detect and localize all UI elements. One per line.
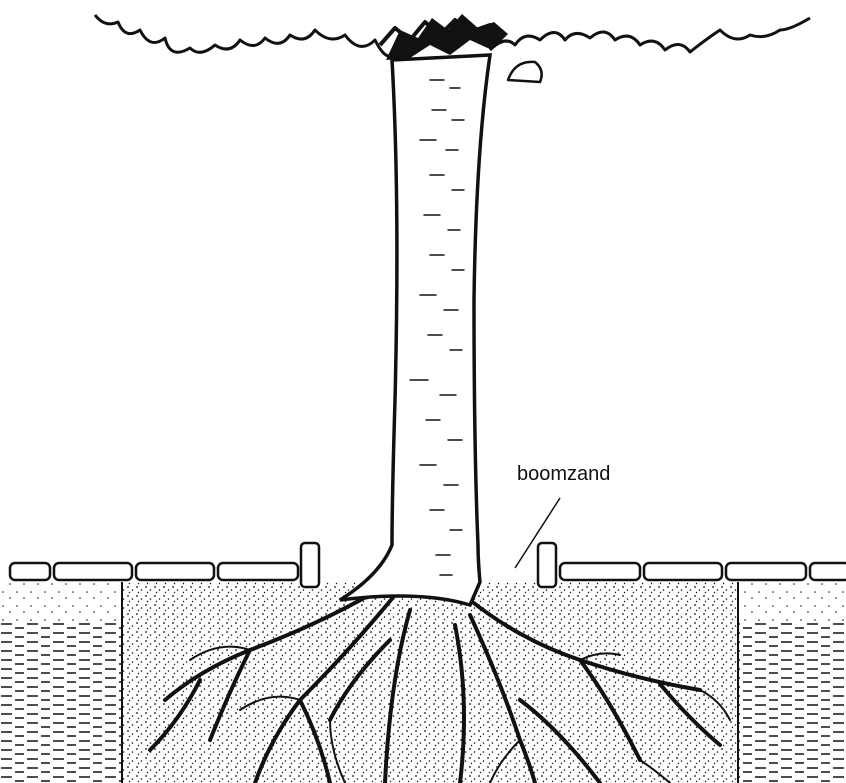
soil-right-striped	[738, 622, 846, 783]
paving-stone	[136, 563, 214, 580]
soil-left-striped	[0, 622, 122, 783]
crown-dark-fill	[386, 14, 508, 60]
paving-stone	[560, 563, 640, 580]
paving-stone	[10, 563, 50, 580]
paving-stone	[54, 563, 132, 580]
sand-label: boomzand	[517, 463, 610, 486]
curb-stone-left	[301, 543, 319, 587]
paving-stone	[218, 563, 298, 580]
soil-left-upper	[0, 582, 122, 622]
paving-stone	[810, 563, 846, 580]
paving-stone	[726, 563, 806, 580]
soil-right-upper	[738, 582, 846, 622]
paving-stone	[644, 563, 722, 580]
tree-trunk	[340, 55, 490, 605]
curb-stone-right	[538, 543, 556, 587]
leaf	[508, 62, 542, 82]
